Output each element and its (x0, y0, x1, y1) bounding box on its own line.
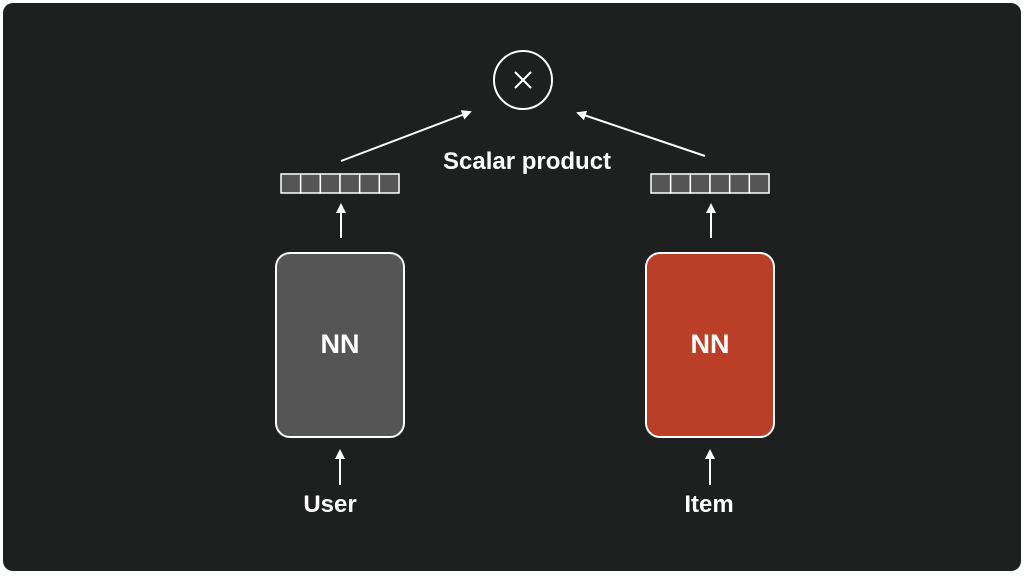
item-nn-box (645, 252, 775, 438)
right-embedding-vector (650, 173, 770, 194)
diagram-canvas (3, 3, 1021, 571)
right-embedding-cell (689, 173, 711, 194)
left-embedding-cell (319, 173, 341, 194)
item-input-label: Item (684, 491, 734, 518)
right-embedding-cell (728, 173, 751, 194)
left-embedding-cell (299, 173, 322, 194)
left-embedding-cell (280, 173, 302, 194)
user-nn-label: NN (320, 329, 360, 359)
multiply-operator (493, 50, 553, 110)
user-nn-box (275, 252, 405, 438)
left-embedding-cell (358, 173, 381, 194)
right-embedding-cell (650, 173, 672, 194)
right-embedding-cell (748, 173, 770, 194)
item-nn-label: NN (690, 329, 730, 359)
right-embedding-cell (709, 173, 731, 194)
right-embedding-to-product-arrow (576, 110, 706, 157)
left-embedding-cell (339, 173, 361, 194)
scalar-product-label: Scalar product (443, 148, 612, 175)
user-input-label: User (303, 491, 357, 518)
left-embedding-to-product-arrow (340, 110, 472, 162)
left-embedding-vector (280, 173, 400, 194)
right-embedding-cell (669, 173, 692, 194)
left-embedding-cell (378, 173, 400, 194)
